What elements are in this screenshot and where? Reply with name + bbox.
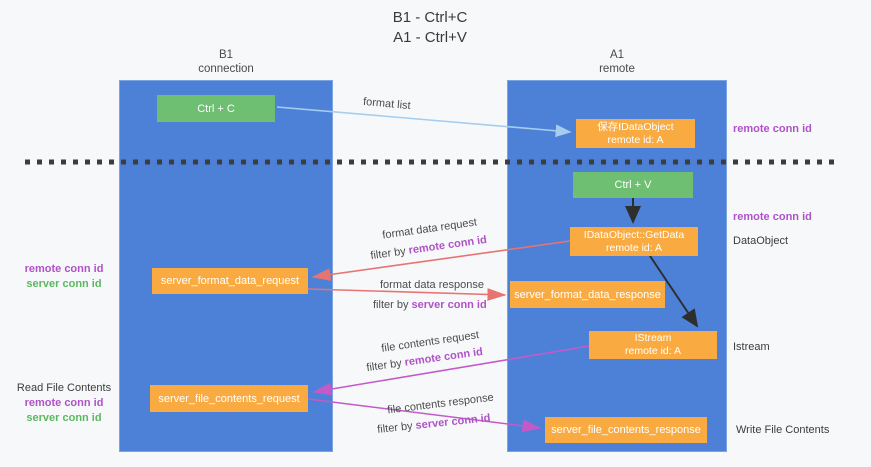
node-ctrl-c: Ctrl + C bbox=[157, 95, 275, 122]
left-conn-id-stack: remote conn id server conn id bbox=[8, 262, 120, 292]
node-server-file-contents-response: server_file_contents_response bbox=[545, 417, 707, 443]
filter-by-prefix: filter by bbox=[373, 299, 412, 311]
right-column-subtitle: remote bbox=[599, 63, 635, 75]
istream-label: Istream bbox=[733, 341, 770, 353]
right-remote-conn-id-mid: remote conn id bbox=[733, 211, 812, 223]
left-remote-conn-id-2: remote conn id bbox=[24, 397, 104, 409]
label-filter-server-1: filter by server conn id bbox=[373, 299, 487, 311]
left-server-conn-id-2: server conn id bbox=[26, 412, 102, 424]
left-column-header: B1 connection bbox=[126, 48, 326, 76]
node-file-response-label: server_file_contents_response bbox=[551, 424, 701, 436]
node-file-request-label: server_file_contents_request bbox=[158, 392, 300, 405]
node-istream-line2: remote id: A bbox=[624, 345, 682, 357]
node-server-format-data-request: server_format_data_request bbox=[152, 268, 308, 294]
node-getdata-line1: IDataObject::GetData bbox=[583, 228, 685, 241]
node-save-idataobject: 保存IDataObject remote id: A bbox=[576, 119, 695, 148]
node-format-request-label: server_format_data_request bbox=[160, 275, 300, 287]
read-file-contents-label: Read File Contents bbox=[16, 382, 112, 394]
left-column-name: B1 bbox=[218, 49, 234, 61]
right-column-name: A1 bbox=[609, 49, 625, 61]
right-column-header: A1 remote bbox=[517, 48, 717, 76]
node-server-file-contents-request: server_file_contents_request bbox=[150, 385, 308, 412]
node-idataobject-getdata: IDataObject::GetData remote id: A bbox=[570, 227, 698, 256]
node-ctrl-v-label: Ctrl + V bbox=[614, 179, 652, 191]
title-line-2: A1 - Ctrl+V bbox=[393, 29, 467, 46]
left-remote-conn-id: remote conn id bbox=[24, 263, 104, 275]
left-column-subtitle: connection bbox=[198, 63, 254, 75]
right-remote-conn-id-top: remote conn id bbox=[733, 123, 812, 135]
node-istream-line1: IStream bbox=[634, 332, 672, 344]
node-save-idataobject-line1: 保存IDataObject bbox=[597, 120, 674, 133]
label-format-data-response: format data response bbox=[380, 279, 484, 291]
format-data-response-arrow bbox=[307, 288, 507, 301]
node-server-format-data-response: server_format_data_response bbox=[510, 281, 665, 308]
getdata-to-istream-arrow bbox=[649, 255, 699, 328]
diagram-title: B1 - Ctrl+C A1 - Ctrl+V bbox=[0, 8, 860, 48]
dataobject-label: DataObject bbox=[733, 235, 789, 247]
file-contents-response-arrow bbox=[307, 398, 542, 433]
node-getdata-line2: remote id: A bbox=[605, 241, 663, 254]
node-ctrl-v: Ctrl + V bbox=[573, 172, 693, 198]
format-data-request-arrow bbox=[311, 240, 571, 281]
node-save-idataobject-line2: remote id: A bbox=[607, 133, 664, 146]
write-file-contents-label: Write File Contents bbox=[736, 424, 830, 436]
node-ctrl-c-label: Ctrl + C bbox=[197, 102, 235, 115]
node-istream: IStream remote id: A bbox=[589, 331, 717, 359]
server-conn-id-text: server conn id bbox=[411, 299, 487, 311]
format-list-arrow bbox=[276, 106, 572, 138]
title-line-1: B1 - Ctrl+C bbox=[392, 9, 468, 26]
left-server-conn-id: server conn id bbox=[26, 278, 102, 290]
left-read-stack: Read File Contents remote conn id server… bbox=[8, 381, 120, 426]
node-format-response-label: server_format_data_response bbox=[514, 288, 661, 301]
file-contents-request-arrow bbox=[312, 345, 590, 396]
